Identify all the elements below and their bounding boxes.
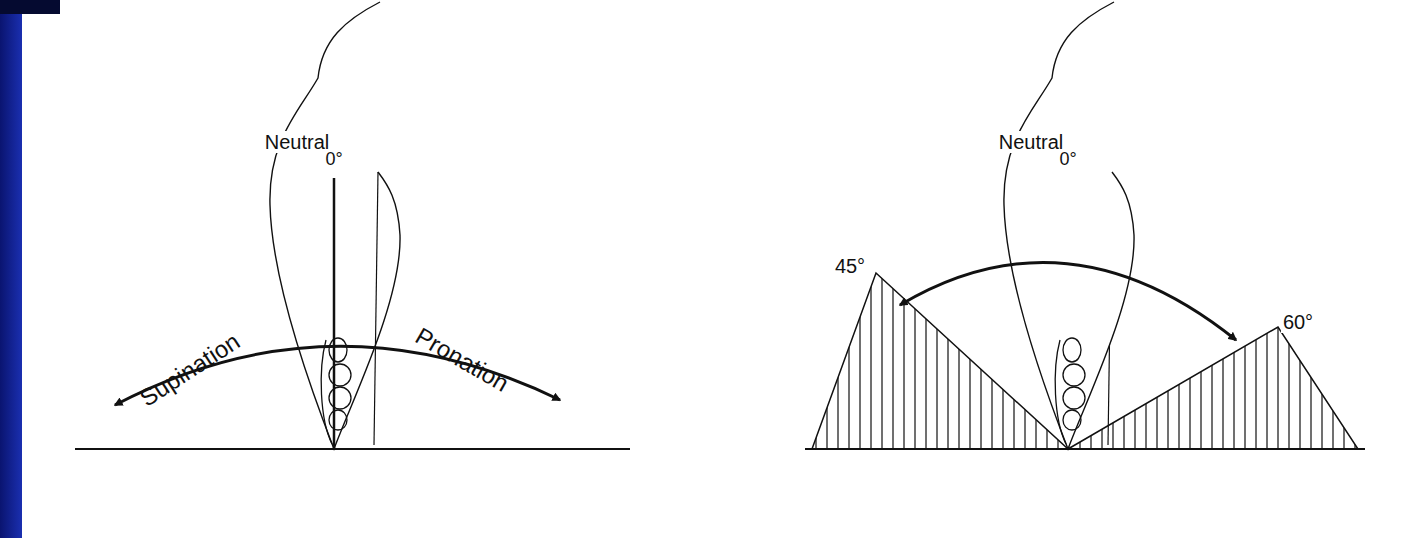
fist-fingers (1055, 338, 1085, 444)
position-label: Neutral (263, 131, 331, 153)
angle-label: 60° (1281, 311, 1315, 333)
rotation-arc (900, 262, 1236, 340)
motion-label: Pronation (409, 322, 515, 398)
left-panel (75, 2, 630, 449)
hand-outline (1004, 2, 1134, 449)
angle-label: 45° (833, 255, 867, 277)
pronation-range-wedge (1068, 327, 1358, 449)
hand-outline (270, 2, 400, 449)
right-panel (805, 2, 1365, 449)
slide-corner (0, 0, 60, 14)
angle-label: 0° (323, 150, 344, 170)
position-label: Neutral (997, 131, 1065, 153)
baseline (75, 448, 630, 450)
baseline (805, 448, 1365, 450)
axis-line (374, 172, 378, 445)
slide-edge (0, 0, 22, 538)
angle-label: 0° (1057, 150, 1078, 170)
motion-label: Supination (134, 327, 247, 413)
fist-fingers (321, 338, 351, 444)
